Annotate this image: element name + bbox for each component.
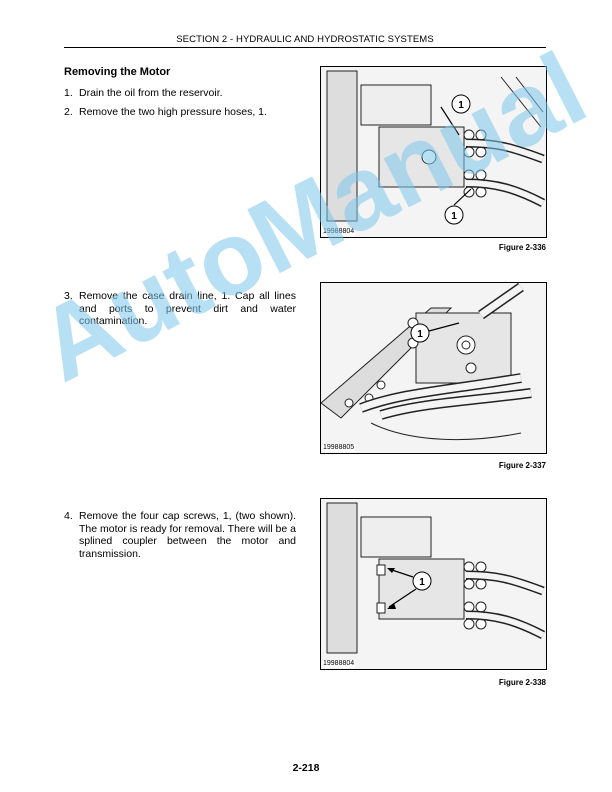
step-1-number: 1. — [64, 87, 73, 99]
step-3-text: Remove the case drain line, 1. Cap all l… — [79, 290, 296, 327]
motor-cap-screws-illustration: 1 — [321, 499, 546, 669]
step-3: 3. Remove the case drain line, 1. Cap al… — [64, 290, 296, 328]
figure-2-337-image: 1 19988805 — [320, 282, 547, 454]
figure-2-338-callout: 1 — [419, 577, 425, 588]
step-1: 1. Drain the oil from the reservoir. — [64, 87, 296, 100]
step-2-number: 2. — [64, 106, 73, 118]
figure-2-338-caption: Figure 2-338 — [498, 678, 546, 687]
figure-2-337-caption: Figure 2-337 — [498, 461, 546, 470]
step-4-number: 4. — [64, 510, 73, 522]
header-rule — [64, 47, 546, 48]
step-4-text: Remove the four cap screws, 1, (two show… — [79, 510, 296, 560]
figure-2-336-image: 1 1 19988804 — [320, 66, 547, 238]
section-header: SECTION 2 - HYDRAULIC AND HYDROSTATIC SY… — [176, 34, 434, 45]
section-title: Removing the Motor — [64, 66, 171, 78]
figure-2-338-code: 19988804 — [322, 660, 356, 668]
page-number: 2-218 — [292, 762, 320, 774]
figure-2-337-callout: 1 — [417, 329, 423, 340]
figure-2-336-code: 19988804 — [322, 228, 356, 236]
figure-2-338-image: 1 19988804 — [320, 498, 547, 670]
figure-2-336-caption: Figure 2-336 — [498, 243, 546, 252]
step-4: 4. Remove the four cap screws, 1, (two s… — [64, 510, 296, 560]
step-3-number: 3. — [64, 290, 73, 302]
case-drain-line-illustration: 1 — [321, 283, 546, 453]
figure-2-336-callout-top: 1 — [458, 100, 464, 111]
figure-2-336-callout-bottom: 1 — [451, 211, 457, 222]
motor-hoses-illustration: 1 1 — [321, 67, 546, 237]
step-2: 2. Remove the two high pressure hoses, 1… — [64, 106, 296, 119]
step-1-text: Drain the oil from the reservoir. — [79, 87, 223, 99]
step-2-text: Remove the two high pressure hoses, 1. — [79, 106, 267, 118]
figure-2-337-code: 19988805 — [322, 444, 356, 452]
